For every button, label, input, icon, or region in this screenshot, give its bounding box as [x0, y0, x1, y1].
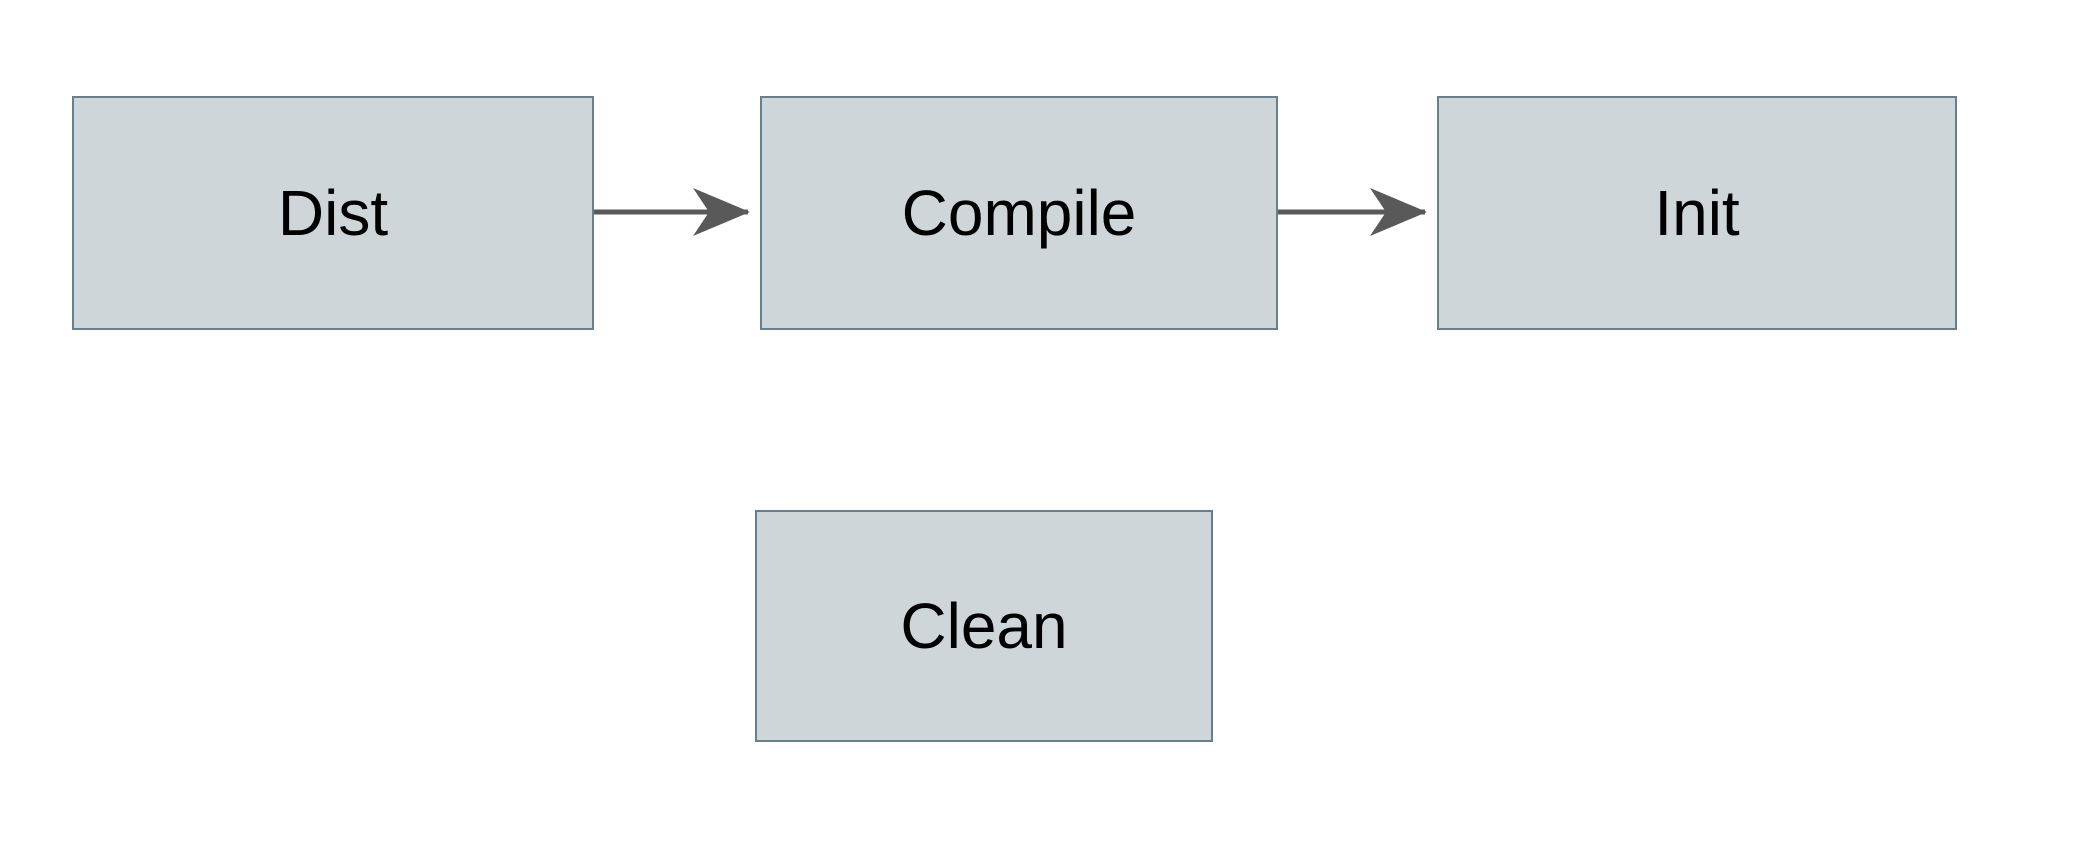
edge-dist-to-compile-hit[interactable] — [594, 195, 760, 229]
node-dist[interactable]: Dist — [72, 96, 594, 330]
node-dist-label: Dist — [277, 177, 389, 249]
node-clean-label: Clean — [900, 590, 1068, 662]
node-init-label: Init — [1654, 177, 1740, 249]
node-init[interactable]: Init — [1437, 96, 1957, 330]
node-compile[interactable]: Compile — [760, 96, 1278, 330]
edge-compile-to-init-hit[interactable] — [1278, 195, 1437, 229]
node-clean[interactable]: Clean — [755, 510, 1213, 742]
node-compile-label: Compile — [901, 177, 1137, 249]
